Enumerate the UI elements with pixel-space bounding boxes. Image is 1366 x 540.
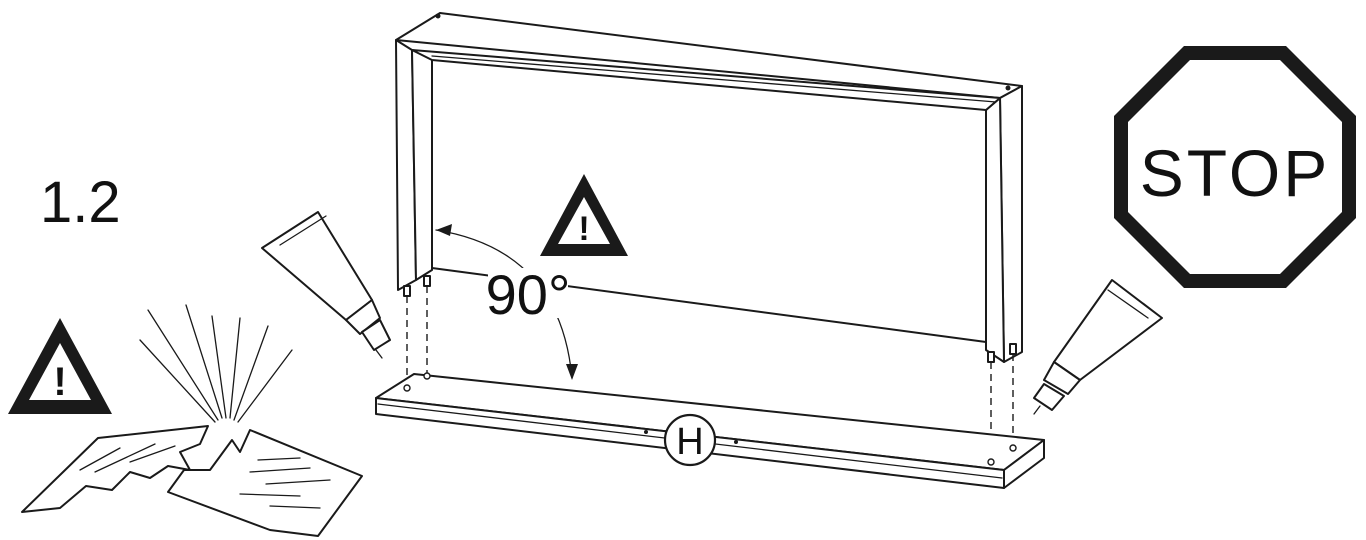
broken-glass-icon xyxy=(21,304,363,537)
stop-sign-icon: STOP xyxy=(1114,46,1356,288)
stop-sign-label: STOP xyxy=(1140,136,1331,210)
glue-tube-icon-right xyxy=(1033,279,1163,415)
step-number: 1.2 xyxy=(40,170,121,235)
upright-frame xyxy=(395,12,1023,363)
right-angle-indicator: 90° xyxy=(435,224,578,380)
svg-text:H: H xyxy=(676,421,703,463)
svg-text:!: ! xyxy=(578,210,589,248)
svg-text:!: ! xyxy=(53,360,66,404)
part-label-h: H xyxy=(663,413,717,467)
angle-label: 90° xyxy=(486,263,571,326)
warning-triangle-icon-center: ! xyxy=(540,174,628,256)
alignment-lines xyxy=(406,286,1014,462)
warning-triangle-icon: ! xyxy=(8,318,112,414)
glue-tube-icon-left xyxy=(261,211,391,359)
